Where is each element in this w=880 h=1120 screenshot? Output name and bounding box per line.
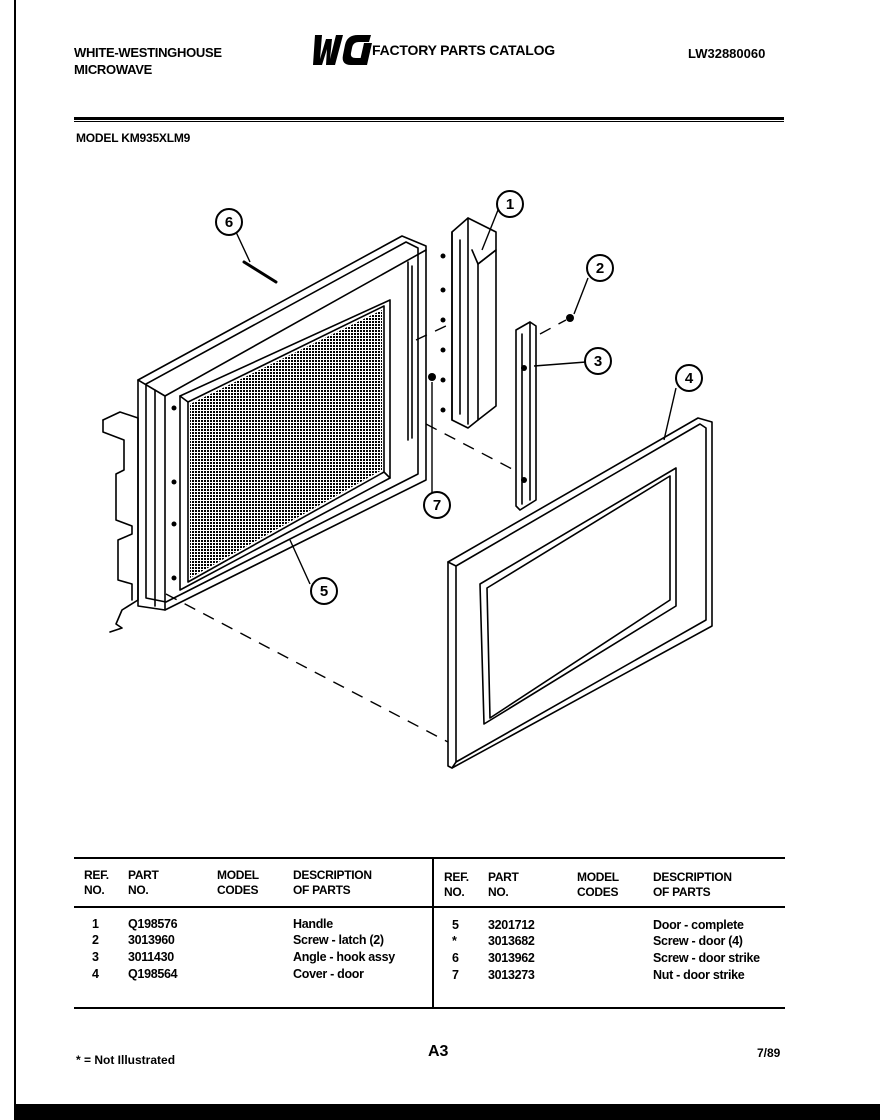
description-cell: Screw - latch (2) xyxy=(293,933,384,947)
exploded-diagram: 1 2 3 4 5 6 7 xyxy=(102,190,713,769)
ref-cell: 1 xyxy=(92,917,99,931)
table-header-rule xyxy=(74,906,785,908)
table-bottom-rule xyxy=(74,1007,785,1009)
callout-label-7: 7 xyxy=(433,497,441,514)
part-number-cell: Q198576 xyxy=(128,917,178,931)
callout-label-5: 5 xyxy=(320,583,328,600)
header-rule-thin xyxy=(74,121,784,122)
model-label: MODEL KM935XLM9 xyxy=(76,131,191,145)
part-number-cell: 3011430 xyxy=(128,950,174,964)
part-number-cell: 3013960 xyxy=(128,933,175,947)
callout-label-3: 3 xyxy=(594,353,602,370)
door-cover-part-4 xyxy=(447,417,713,769)
parts-table: REF. NO. PART NO. MODEL CODES DESCRIPTIO… xyxy=(74,857,785,1009)
callout-circle-1 xyxy=(496,190,524,218)
callout-circle-4 xyxy=(675,364,703,392)
description-cell: Handle xyxy=(293,917,333,931)
header-ref-no-left: REF. NO. xyxy=(84,868,109,897)
nut-part-7 xyxy=(428,373,436,381)
callout-circle-6 xyxy=(215,208,243,236)
revision-date: 7/89 xyxy=(757,1046,781,1060)
header-model-codes-right: MODEL CODES xyxy=(577,870,619,899)
maker-line-1: WHITE-WESTINGHOUSE xyxy=(74,45,222,60)
description-cell: Door - complete xyxy=(653,918,744,932)
header-part-no-left: PART NO. xyxy=(128,868,159,897)
description-cell: Cover - door xyxy=(293,967,364,981)
header-description-left: DESCRIPTION OF PARTS xyxy=(293,868,372,897)
catalog-title: FACTORY PARTS CATALOG xyxy=(372,42,555,58)
latch-angle-part-1 xyxy=(451,217,497,429)
footnote-not-illustrated: * = Not Illustrated xyxy=(76,1053,176,1067)
ref-cell: 3 xyxy=(92,950,99,964)
table-column-divider xyxy=(432,857,434,1009)
description-cell: Angle - hook assy xyxy=(293,950,395,964)
header-ref-no-right: REF. NO. xyxy=(444,870,469,899)
callout-label-6: 6 xyxy=(225,214,233,231)
part-number-cell: Q198564 xyxy=(128,967,178,981)
screw-part-2 xyxy=(566,314,574,322)
callout-circle-5 xyxy=(310,577,338,605)
description-cell: Nut - door strike xyxy=(653,968,745,982)
ref-cell: 7 xyxy=(452,968,459,982)
maker-line-2: MICROWAVE xyxy=(74,62,152,77)
header-model-codes-left: MODEL CODES xyxy=(217,868,259,897)
part-number-cell: 3013682 xyxy=(488,934,535,948)
callout-circle-3 xyxy=(584,347,612,375)
part-number-cell: 3013962 xyxy=(488,951,535,965)
page-frame xyxy=(14,0,880,1120)
screw-part-6 xyxy=(242,260,278,284)
description-cell: Screw - door strike xyxy=(653,951,760,965)
left-hinge-bracket xyxy=(102,411,139,633)
table-top-rule xyxy=(74,857,785,859)
page-bottom-border xyxy=(14,1104,880,1120)
ref-cell: 5 xyxy=(452,918,459,932)
publication-number: LW32880060 xyxy=(688,46,766,61)
description-cell: Screw - door (4) xyxy=(653,934,743,948)
hook-angle-part-3 xyxy=(515,321,537,511)
part-number-cell: 3201712 xyxy=(488,918,535,932)
door-frame-part-5 xyxy=(137,235,427,611)
header-description-right: DESCRIPTION OF PARTS xyxy=(653,870,732,899)
callout-label-1: 1 xyxy=(506,196,514,213)
wci-logo xyxy=(313,35,372,65)
ref-cell: 6 xyxy=(452,951,459,965)
maker-name: WHITE-WESTINGHOUSE MICROWAVE xyxy=(74,44,222,78)
part-number-cell: 3013273 xyxy=(488,968,535,982)
callout-label-2: 2 xyxy=(596,260,604,277)
header-part-no-right: PART NO. xyxy=(488,870,519,899)
callout-label-4: 4 xyxy=(685,370,694,387)
door-window-mesh xyxy=(190,310,382,578)
page-number: A3 xyxy=(428,1043,449,1060)
callout-circle-7 xyxy=(423,491,451,519)
ref-cell: 4 xyxy=(92,967,99,981)
callout-circle-2 xyxy=(586,254,614,282)
ref-cell: * xyxy=(452,934,457,948)
header-rule xyxy=(74,117,784,120)
ref-cell: 2 xyxy=(92,933,99,947)
